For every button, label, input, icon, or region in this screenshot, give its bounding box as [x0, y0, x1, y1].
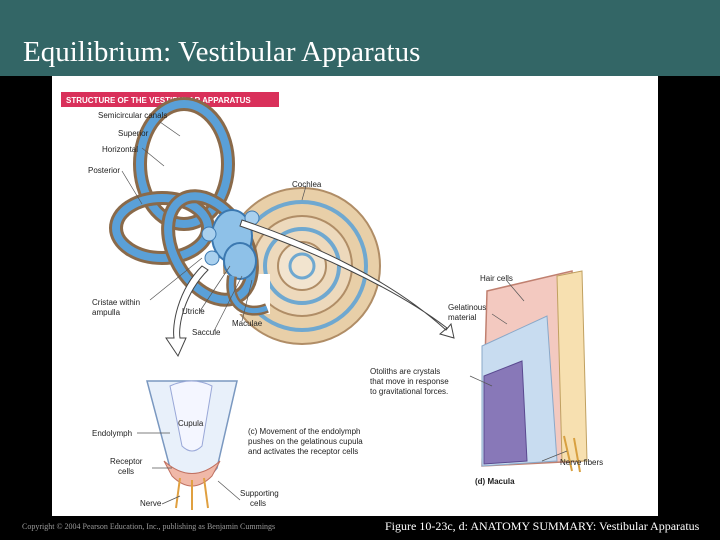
otoliths-drawing	[484, 361, 527, 464]
figure-banner-text: STRUCTURE OF THE VESTIBULAR APPARATUS	[66, 96, 251, 105]
label-superior: Superior	[118, 129, 149, 138]
slide-title: Equilibrium: Vestibular Apparatus	[23, 36, 420, 69]
label-nerve-fibers: Nerve fibers	[560, 458, 603, 467]
label-saccule: Saccule	[192, 328, 221, 337]
figure-panel: STRUCTURE OF THE VESTIBULAR APPARATUS	[52, 76, 658, 516]
label-c-line-2: pushes on the gelatinous cupula	[248, 437, 363, 446]
label-c-line-1: (c) Movement of the endolymph	[248, 427, 361, 436]
label-supporting-1: Supporting	[240, 489, 279, 498]
macula-drawing	[482, 271, 587, 472]
label-nerve: Nerve	[140, 499, 162, 508]
label-otoliths-2: that move in response	[370, 377, 449, 386]
label-cristae-1: Cristae within	[92, 298, 140, 307]
label-supporting-2: cells	[250, 499, 266, 508]
label-otoliths-3: to gravitational forces.	[370, 387, 448, 396]
label-c-line-3: and activates the receptor cells	[248, 447, 358, 456]
label-maculae: Maculae	[232, 319, 263, 328]
label-endolymph: Endolymph	[92, 429, 132, 438]
title-bar: Equilibrium: Vestibular Apparatus	[0, 0, 720, 76]
label-utricle: Utricle	[182, 307, 205, 316]
label-semicircular-canals: Semicircular canals	[98, 111, 167, 120]
copyright-text: Copyright © 2004 Pearson Education, Inc.…	[22, 522, 275, 531]
label-receptor-2: cells	[118, 467, 134, 476]
label-otoliths-1: Otoliths are crystals	[370, 367, 440, 376]
label-cochlea: Cochlea	[292, 180, 322, 189]
label-gelatinous-1: Gelatinous	[448, 303, 486, 312]
figure-caption: Figure 10-23c, d: ANATOMY SUMMARY: Vesti…	[385, 519, 699, 534]
label-posterior: Posterior	[88, 166, 120, 175]
label-macula-caption: (d) Macula	[475, 477, 515, 486]
label-cupula: Cupula	[178, 419, 204, 428]
label-hair-cells: Hair cells	[480, 274, 513, 283]
label-cristae-2: ampulla	[92, 308, 121, 317]
vestibular-illustration: STRUCTURE OF THE VESTIBULAR APPARATUS	[52, 76, 658, 516]
label-horizontal: Horizontal	[102, 145, 138, 154]
label-gelatinous-2: material	[448, 313, 477, 322]
label-receptor-1: Receptor	[110, 457, 143, 466]
crista-drawing	[147, 381, 237, 510]
